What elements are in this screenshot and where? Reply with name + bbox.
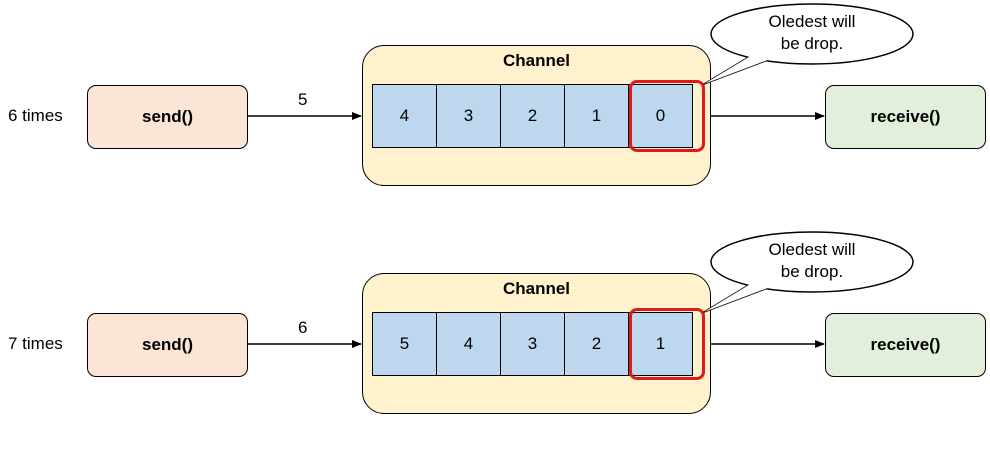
sent-value: 6 [298,318,308,337]
sent-value: 5 [298,90,308,109]
buffer-cell: 2 [564,312,629,376]
times-label: 7 times [8,334,63,353]
buffer-cell: 3 [436,84,501,148]
diagram-row-2: 7 times send() 6 Channel 5 4 3 2 1 Olede… [0,228,990,458]
send-box: send() [87,313,248,377]
channel-title: Channel [502,279,571,298]
receive-box: receive() [825,85,986,149]
callout-line-1: Oledest will [768,12,856,31]
channel-buffer: 5 4 3 2 1 [372,312,693,376]
buffer-cell: 1 [564,84,629,148]
send-box: send() [87,85,248,149]
arrows [248,112,825,120]
oldest-buffer-cell: 1 [628,312,693,376]
oldest-highlight [629,308,705,380]
oldest-buffer-cell: 0 [628,84,693,148]
channel-title: Channel [502,51,571,70]
speech-bubble [703,231,914,313]
oldest-highlight [629,80,705,152]
buffer-cell: 3 [500,312,565,376]
callout-line-2: be drop. [780,262,844,281]
buffer-cell: 5 [372,312,437,376]
buffer-cell: 2 [500,84,565,148]
speech-bubble [703,3,914,85]
buffer-cell: 4 [372,84,437,148]
diagram-row-1: 6 times send() 5 Channel 4 3 2 1 0 Olede… [8,3,986,186]
channel-buffer: 4 3 2 1 0 [372,84,693,148]
callout-text: Oledest will be drop. [712,11,912,55]
times-label: 6 times [8,106,63,125]
receive-box: receive() [825,313,986,377]
callout-line-1: Oledest will [768,240,856,259]
callout-line-2: be drop. [780,34,844,53]
arrows [248,340,825,348]
callout-text: Oledest will be drop. [712,239,912,283]
buffer-cell: 4 [436,312,501,376]
